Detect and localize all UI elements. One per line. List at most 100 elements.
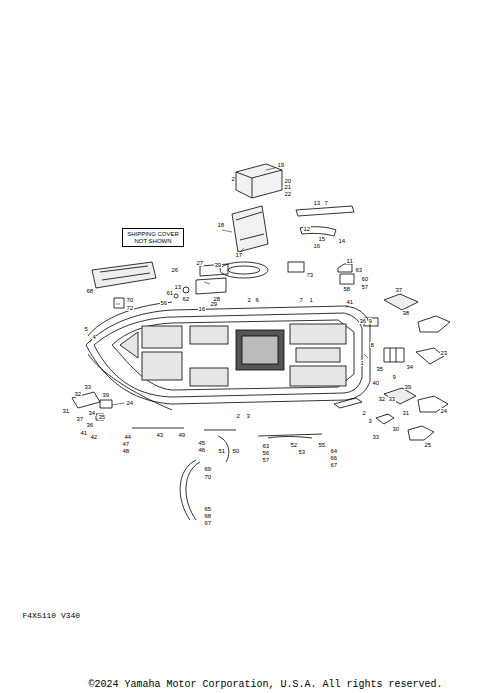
callout-number: 3 bbox=[368, 418, 372, 424]
callout-number: 37 bbox=[76, 416, 84, 422]
callout-number: 27 bbox=[196, 260, 204, 266]
callout-number: 39 bbox=[102, 392, 110, 398]
callout-number: 56 bbox=[262, 450, 270, 456]
callout-number: 63 bbox=[262, 443, 270, 449]
callout-number: 33 bbox=[372, 434, 380, 440]
callout-number: 55 bbox=[318, 442, 326, 448]
callout-number: 70 bbox=[126, 297, 134, 303]
callout-number: 52 bbox=[290, 442, 298, 448]
callout-number: 36 bbox=[359, 318, 367, 324]
callout-number: 15 bbox=[318, 236, 326, 242]
callout-number: 13 bbox=[174, 284, 182, 290]
callout-number: 51 bbox=[218, 448, 226, 454]
callout-number: 73 bbox=[306, 272, 314, 278]
callout-number: 69 bbox=[204, 466, 212, 472]
callout-number: 42 bbox=[90, 434, 98, 440]
callout-number: 16 bbox=[313, 243, 321, 249]
callout-number: 49 bbox=[178, 432, 186, 438]
callout-number: 39 bbox=[214, 262, 222, 268]
callout-number: 18 bbox=[217, 222, 225, 228]
callout-number: 11 bbox=[346, 258, 353, 264]
callout-number: 13 bbox=[313, 200, 321, 206]
callout-number: 35 bbox=[98, 414, 106, 420]
callout-number: 4 bbox=[92, 334, 96, 340]
callout-number: 40 bbox=[372, 380, 380, 386]
callout-number: 57 bbox=[262, 457, 270, 463]
callout-number: 43 bbox=[156, 432, 164, 438]
callout-number: 3 bbox=[246, 413, 250, 419]
callout-number: 37 bbox=[395, 287, 403, 293]
callout-number: 7 bbox=[324, 200, 328, 206]
callout-number: 64 bbox=[330, 448, 338, 454]
callout-number: 63 bbox=[355, 267, 363, 273]
callout-number: 6 bbox=[255, 297, 259, 303]
callout-number: 2 bbox=[236, 413, 240, 419]
callout-number: 17 bbox=[235, 252, 243, 258]
callout-number: 48 bbox=[122, 448, 130, 454]
callout-number: 50 bbox=[232, 448, 240, 454]
callout-number: 22 bbox=[284, 191, 292, 197]
callout-number: 9 bbox=[392, 374, 396, 380]
callout-number: 34 bbox=[406, 364, 414, 370]
callout-number: 7 bbox=[299, 297, 303, 303]
callout-number: 41 bbox=[346, 299, 354, 305]
callout-number: 68 bbox=[204, 513, 212, 519]
callout-number: 35 bbox=[376, 366, 384, 372]
callout-number: 23 bbox=[440, 350, 448, 356]
callout-number: 62 bbox=[182, 296, 190, 302]
callout-number: 41 bbox=[80, 430, 88, 436]
callout-number: 56 bbox=[160, 300, 168, 306]
callout-number: 61 bbox=[166, 290, 174, 296]
callout-number: 32 bbox=[74, 391, 82, 397]
callout-number: 29 bbox=[210, 301, 218, 307]
note-box: SHIPPING COVER NOT SHOWN bbox=[122, 228, 184, 247]
callout-number: 53 bbox=[298, 449, 306, 455]
callout-number: 57 bbox=[361, 284, 369, 290]
callout-number: 24 bbox=[440, 408, 448, 414]
callout-number: 39 bbox=[404, 384, 412, 390]
callout-number: 72 bbox=[126, 305, 134, 311]
note-text: SHIPPING COVER NOT SHOWN bbox=[126, 231, 180, 245]
callout-number: 9 bbox=[368, 318, 372, 324]
callout-number: 45 bbox=[198, 440, 206, 446]
callout-number: 2 bbox=[231, 176, 235, 182]
callout-number: 38 bbox=[402, 310, 410, 316]
callout-number: 33 bbox=[84, 384, 92, 390]
callout-number: 58 bbox=[343, 286, 351, 292]
drawing-code: F4X5110 V340 bbox=[22, 612, 81, 620]
callout-number: 8 bbox=[370, 342, 374, 348]
callout-number: 2 bbox=[247, 297, 251, 303]
callout-number: 31 bbox=[62, 408, 70, 414]
callout-number: 34 bbox=[88, 410, 96, 416]
callout-number: 66 bbox=[330, 455, 338, 461]
callout-number: 36 bbox=[86, 422, 94, 428]
callout-number: 44 bbox=[124, 434, 132, 440]
callout-number: 30 bbox=[392, 426, 400, 432]
callout-number: 33 bbox=[388, 396, 396, 402]
callout-number: 65 bbox=[204, 506, 212, 512]
callout-number: 12 bbox=[303, 226, 311, 232]
callout-number: 32 bbox=[378, 396, 386, 402]
copyright-notice: ©2024 Yamaha Motor Corporation, U.S.A. A… bbox=[88, 680, 443, 690]
callout-number: 68 bbox=[86, 288, 94, 294]
callout-number: 19 bbox=[277, 162, 285, 168]
callout-number: 16 bbox=[198, 306, 206, 312]
callout-number: 26 bbox=[171, 267, 179, 273]
callout-number: 47 bbox=[122, 441, 130, 447]
callout-number: 5 bbox=[84, 326, 88, 332]
callout-number: 25 bbox=[424, 442, 432, 448]
callout-number: 60 bbox=[361, 276, 369, 282]
callout-number: 67 bbox=[330, 462, 338, 468]
callout-number: 2 bbox=[362, 410, 366, 416]
callout-number: 1 bbox=[309, 297, 313, 303]
callout-number: 67 bbox=[204, 520, 212, 526]
callout-number: 1 bbox=[360, 360, 364, 366]
callout-number: 21 bbox=[284, 184, 292, 190]
callout-number: 46 bbox=[198, 447, 206, 453]
callout-number: 31 bbox=[402, 410, 410, 416]
callout-number: 24 bbox=[126, 400, 134, 406]
callout-number: 14 bbox=[338, 238, 346, 244]
callout-number: 70 bbox=[204, 474, 212, 480]
